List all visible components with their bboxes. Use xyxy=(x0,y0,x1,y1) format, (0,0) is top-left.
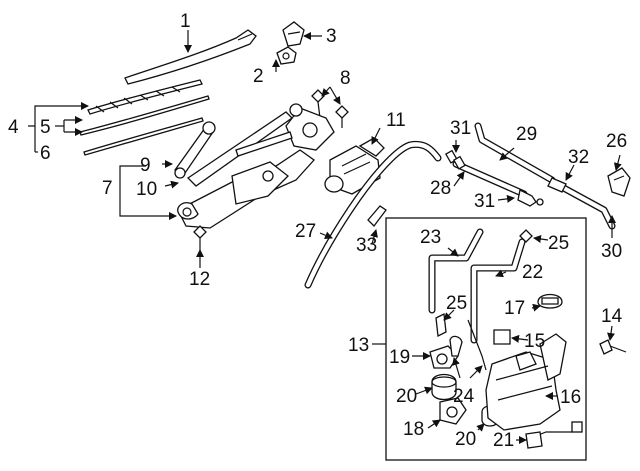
callout-12: 12 xyxy=(189,269,210,290)
callout-20a: 20 xyxy=(396,386,417,407)
reservoir-bolt xyxy=(599,339,627,355)
wiper-linkage xyxy=(174,103,335,229)
callout-18: 18 xyxy=(403,419,424,440)
callout-29: 29 xyxy=(516,124,537,145)
reservoir-parts xyxy=(429,229,583,449)
callout-31b: 31 xyxy=(474,191,495,212)
callout-31a: 31 xyxy=(450,118,471,139)
callout-15: 15 xyxy=(524,331,545,352)
reservoir-hoses xyxy=(428,228,526,371)
motor-bolts xyxy=(311,89,349,128)
callout-32: 32 xyxy=(568,147,589,168)
callout-5: 5 xyxy=(40,117,51,138)
callout-21: 21 xyxy=(493,430,514,451)
callout-1: 1 xyxy=(180,11,191,32)
callout-2: 2 xyxy=(253,66,264,87)
callout-22: 22 xyxy=(522,262,543,283)
callout-25b: 25 xyxy=(548,233,569,254)
arm-nut xyxy=(276,46,297,65)
arm-cap xyxy=(282,21,305,47)
callout-26: 26 xyxy=(606,131,627,152)
wiper-refill xyxy=(79,95,210,156)
wiper-arm xyxy=(124,29,257,85)
callout-27: 27 xyxy=(295,221,316,242)
wiper-blade xyxy=(87,79,203,115)
callout-3: 3 xyxy=(326,26,337,47)
hose-clip xyxy=(367,205,387,227)
callout-14: 14 xyxy=(601,306,623,327)
callout-20b: 20 xyxy=(455,429,476,450)
linkage-bolt xyxy=(193,225,207,250)
callout-13: 13 xyxy=(348,335,369,356)
wiper-motor xyxy=(324,137,385,195)
callout-23: 23 xyxy=(420,227,441,248)
callout-labels: 1 2 3 4 5 6 7 8 9 10 11 12 13 14 15 16 1… xyxy=(8,11,627,451)
washer-hose xyxy=(304,140,442,289)
reservoir-box xyxy=(385,217,587,461)
callout-25a: 25 xyxy=(446,293,467,314)
callout-30: 30 xyxy=(601,241,622,262)
leader-lines xyxy=(28,30,622,444)
callout-10: 10 xyxy=(136,179,157,200)
callout-33: 33 xyxy=(356,235,377,256)
callout-8: 8 xyxy=(340,68,351,89)
callout-6: 6 xyxy=(40,143,51,164)
callout-11: 11 xyxy=(386,110,406,131)
callout-16: 16 xyxy=(560,387,581,408)
callout-17: 17 xyxy=(504,298,525,319)
callout-24: 24 xyxy=(453,386,475,407)
callout-9: 9 xyxy=(140,155,151,176)
callout-4: 4 xyxy=(8,117,19,138)
hose-connectors xyxy=(445,149,567,207)
washer-nozzle xyxy=(607,167,631,197)
callout-28: 28 xyxy=(430,178,451,199)
callout-7: 7 xyxy=(102,178,113,199)
callout-19: 19 xyxy=(389,347,410,368)
